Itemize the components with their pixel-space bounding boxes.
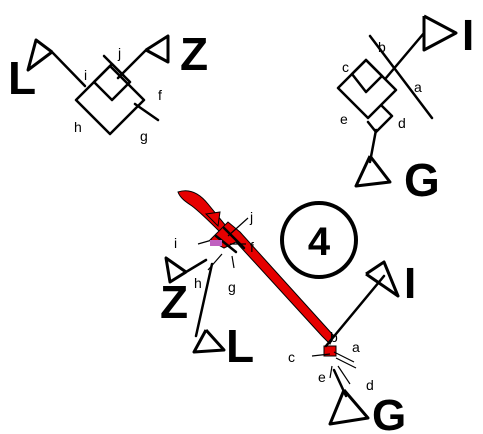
triangle-l-icon <box>26 38 53 72</box>
diagram-3: 4 <box>160 190 416 434</box>
end-label-z-lower: Z <box>160 276 188 328</box>
end-label-l-lower: L <box>226 320 254 372</box>
diagram-2: I G b c a d e <box>336 11 474 206</box>
label-a-lower: a <box>352 339 360 355</box>
label-c: c <box>342 59 349 75</box>
arm-i <box>384 31 426 80</box>
end-label-g-lower: G <box>372 391 406 434</box>
triangle-g-icon <box>354 155 392 188</box>
label-j-lower: j <box>249 209 253 225</box>
diamond-box-2 <box>336 58 398 134</box>
label-g-lower: g <box>228 279 236 295</box>
upper-junction <box>197 217 249 271</box>
label-j: j <box>117 45 121 61</box>
red-connector <box>177 190 337 357</box>
triangle-i-lower-icon <box>365 260 400 298</box>
label-a: a <box>414 79 422 95</box>
step-circle <box>280 201 358 279</box>
end-label-z: Z <box>180 28 208 80</box>
label-f-lower: f <box>250 239 254 255</box>
end-label-l: L <box>8 52 36 104</box>
label-e-lower: e <box>318 369 326 385</box>
triangle-z-lower-icon <box>164 256 187 284</box>
triangle-i-icon <box>422 14 458 52</box>
triangle-l-lower-icon <box>192 328 226 354</box>
label-f: f <box>158 87 162 103</box>
label-b-lower: b <box>330 329 338 345</box>
end-label-i-lower: I <box>404 259 416 308</box>
label-b: b <box>378 39 386 55</box>
label-g: g <box>140 128 148 144</box>
arm-i-lower <box>324 274 386 348</box>
label-i: i <box>84 67 87 83</box>
end-label-g: G <box>404 154 440 206</box>
arm-z-upper <box>184 258 208 274</box>
label-h: h <box>74 119 82 135</box>
triangle-z-icon <box>145 34 170 64</box>
label-h-lower: h <box>194 275 202 291</box>
arm-l <box>50 50 87 88</box>
triangle-g-lower-icon <box>328 389 370 426</box>
label-d-lower: d <box>366 377 374 393</box>
label-c-lower: c <box>288 349 295 365</box>
diagram-1: L Z i j f h g <box>8 28 208 144</box>
arm-l-lower <box>194 262 214 338</box>
step-number: 4 <box>308 220 331 264</box>
label-i-lower: i <box>174 235 177 251</box>
end-label-i: I <box>462 11 474 60</box>
label-e: e <box>340 111 348 127</box>
lower-junction <box>311 274 386 385</box>
diamond-box-1 <box>74 54 160 136</box>
label-d: d <box>398 115 406 131</box>
cross-line-a <box>368 34 434 120</box>
